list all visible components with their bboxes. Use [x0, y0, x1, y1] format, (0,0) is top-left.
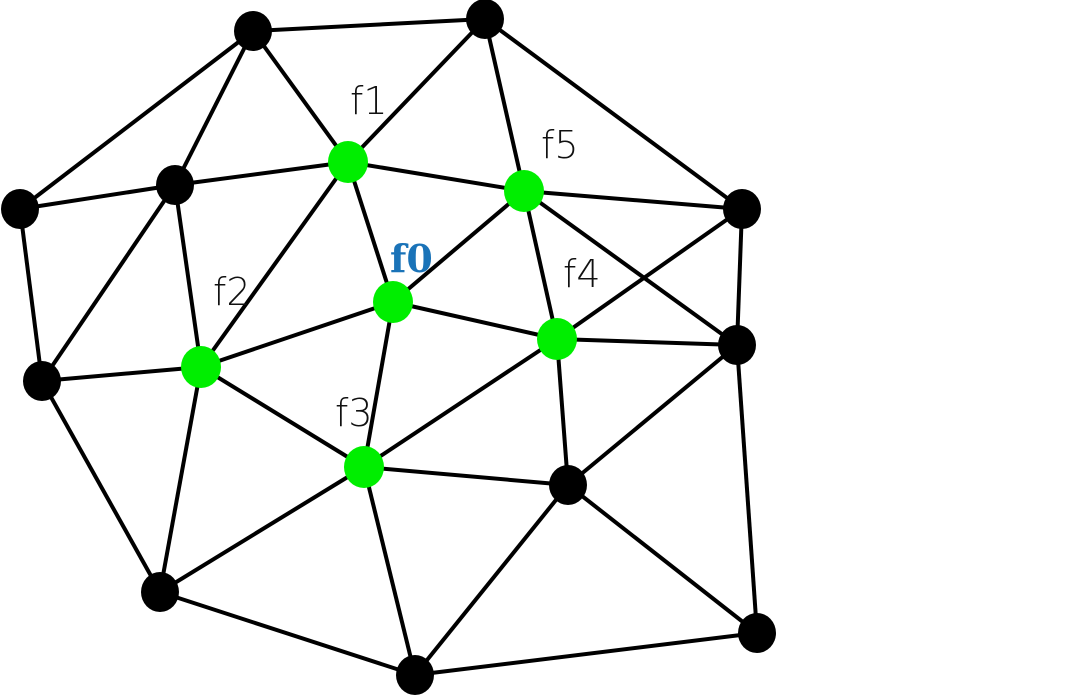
highlighted-node-f4: [537, 318, 577, 360]
edge-A-B: [252, 17, 486, 33]
edge-f0-f4: [392, 300, 558, 341]
edge-f3-G: [362, 466, 417, 676]
edge-C-E: [18, 208, 44, 382]
node-H: [738, 613, 776, 653]
edge-B-J: [483, 17, 744, 211]
node-label-f4: f4: [563, 252, 601, 296]
edge-f5-f4: [522, 190, 559, 340]
node-E: [23, 361, 61, 401]
edge-I-J: [735, 208, 744, 346]
edge-f4-I: [556, 337, 738, 347]
edge-K-H: [566, 483, 759, 635]
edge-f1-f2: [199, 160, 350, 369]
node-B: [466, 0, 504, 39]
node-D: [156, 165, 194, 205]
edge-A-D: [173, 30, 255, 186]
edge-G-H: [414, 631, 758, 677]
edge-f4-f3: [362, 337, 559, 469]
edge-f2-F: [158, 366, 203, 593]
edge-f5-f0: [391, 189, 526, 304]
node-label-f2: f2: [213, 270, 251, 314]
edge-G-K: [413, 483, 570, 677]
edge-D-E: [40, 183, 177, 383]
node-I: [718, 325, 756, 365]
node-label-f5: f5: [541, 123, 579, 167]
edge-f1-f0: [346, 161, 395, 303]
edge-f2-E: [41, 365, 202, 383]
edge-E-F: [40, 380, 162, 593]
edge-f2-f3: [199, 365, 366, 469]
edge-C-D: [19, 183, 176, 211]
edge-F-G: [159, 590, 416, 677]
edge-B-f5: [483, 18, 526, 192]
highlighted-node-f5: [504, 170, 544, 212]
edge-A-C: [18, 29, 255, 211]
edge-f5-I: [522, 189, 739, 347]
edge-f3-F: [158, 465, 366, 594]
edge-B-f1: [346, 17, 487, 164]
edge-K-I: [566, 343, 739, 487]
labels-layer: f1 f5 f0 f2 f4 f3: [213, 79, 601, 435]
edge-f0-f2: [200, 300, 394, 369]
nodes-layer: [1, 0, 776, 695]
highlighted-node-f3: [344, 446, 384, 488]
node-G: [396, 655, 434, 695]
node-F: [141, 572, 179, 612]
node-K: [549, 465, 587, 505]
edges-layer: [18, 17, 759, 677]
edge-f0-f3: [362, 301, 395, 468]
node-label-f1: f1: [350, 79, 388, 123]
highlighted-node-f0: [373, 281, 413, 323]
edge-f4-K: [555, 338, 570, 486]
node-label-f0: f0: [390, 236, 433, 281]
edge-D-f1: [174, 160, 349, 187]
edge-D-f2: [173, 184, 203, 368]
highlighted-node-f1: [328, 141, 368, 183]
node-C: [1, 189, 39, 229]
edge-f1-f5: [347, 160, 525, 193]
edge-f5-J: [523, 189, 743, 211]
node-J: [723, 189, 761, 229]
edge-f3-K: [363, 465, 569, 487]
node-A: [234, 11, 272, 51]
node-label-f3: f3: [335, 391, 373, 435]
edge-f4-J: [555, 207, 744, 341]
edge-I-H: [735, 344, 759, 634]
highlighted-node-f2: [181, 346, 221, 388]
edge-A-f1: [251, 29, 350, 164]
